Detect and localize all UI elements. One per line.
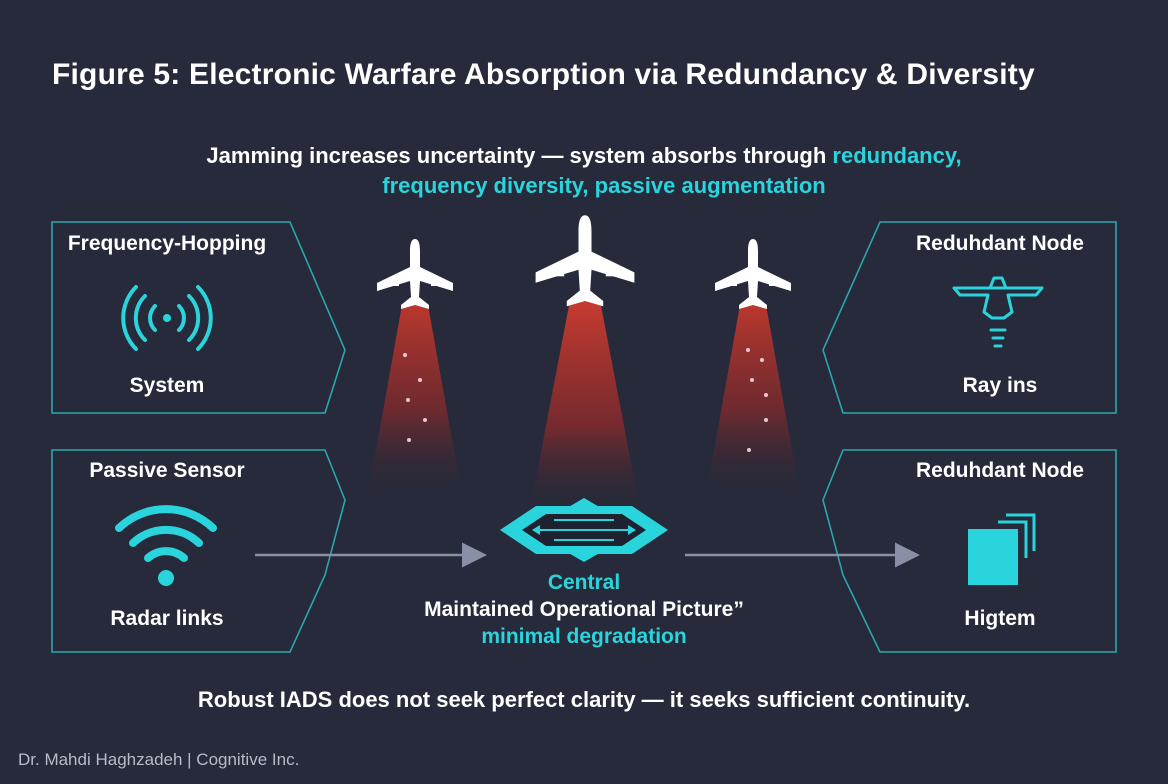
panel-bottom-right-frame bbox=[822, 449, 1117, 653]
jamming-beam-left bbox=[368, 305, 462, 495]
drone-node-icon bbox=[952, 276, 1044, 348]
stacked-layers-icon bbox=[968, 513, 1036, 585]
panel-top-left-heading: Frequency-Hopping bbox=[67, 232, 267, 255]
jamming-beam-center bbox=[530, 300, 640, 510]
operational-picture-icon bbox=[500, 498, 668, 562]
jamming-beam-right bbox=[706, 305, 800, 495]
subtitle-plain-text: Jamming increases uncertainty — system a… bbox=[206, 143, 833, 168]
panel-bottom-right-heading: Reduhdant Node bbox=[916, 459, 1084, 482]
center-label-sub: minimal degradation bbox=[481, 625, 687, 648]
aircraft-icon bbox=[535, 215, 635, 307]
center-label-accent: Central bbox=[547, 571, 621, 594]
conclusion-text: Robust IADS does not seek perfect clarit… bbox=[197, 687, 971, 712]
author-credit: Dr. Mahdi Haghzadeh | Cognitive Inc. bbox=[18, 750, 300, 769]
panel-top-left-caption: System bbox=[129, 374, 205, 397]
subtitle-accent-text: redundancy, bbox=[832, 143, 962, 168]
aircraft-icon bbox=[715, 239, 791, 309]
panel-top-left-frame bbox=[51, 221, 346, 414]
panel-bottom-left-caption: Radar links bbox=[110, 607, 224, 630]
panel-top-right-frame bbox=[822, 221, 1117, 414]
panel-top-right-caption: Ray ins bbox=[962, 374, 1038, 397]
radio-waves-icon bbox=[121, 285, 213, 351]
aircraft-icon bbox=[377, 239, 453, 309]
subtitle-line-2: frequency diversity, passive augmentatio… bbox=[382, 173, 826, 198]
wifi-signal-icon bbox=[115, 505, 217, 586]
subtitle-line-1: Jamming increases uncertainty — system a… bbox=[0, 143, 1168, 169]
panel-top-right-heading: Reduhdant Node bbox=[916, 232, 1084, 255]
panel-bottom-left-frame bbox=[51, 449, 346, 653]
panel-bottom-left-heading: Passive Sensor bbox=[89, 459, 245, 482]
center-label-main: Maintained Operational Picture” bbox=[424, 598, 744, 621]
figure-title: Figure 5: Electronic Warfare Absorption … bbox=[52, 58, 1035, 91]
panel-bottom-right-caption: Higtem bbox=[964, 607, 1036, 630]
